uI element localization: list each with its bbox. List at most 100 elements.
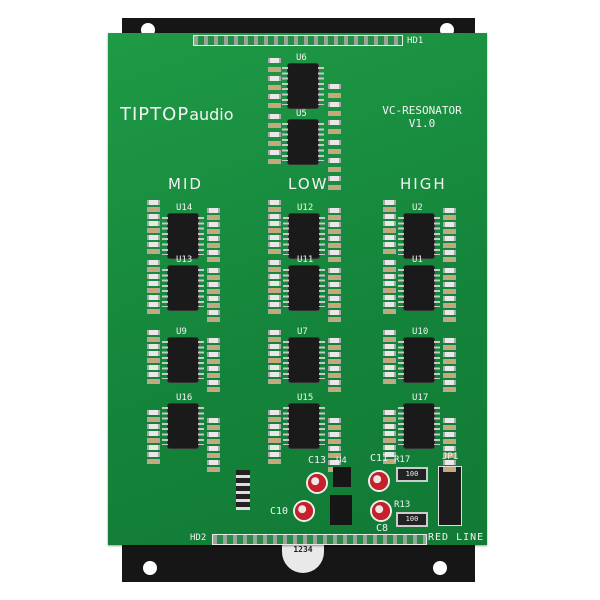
smd-component — [383, 330, 396, 335]
smd-component — [147, 242, 160, 247]
ic-label: U11 — [297, 255, 314, 265]
smd-component — [147, 207, 160, 212]
ic-u7 — [283, 338, 325, 382]
smd-component — [383, 274, 396, 279]
ic-label: U15 — [297, 393, 314, 403]
smd-component — [383, 249, 396, 254]
smd-component — [207, 418, 220, 423]
smd-component — [207, 215, 220, 220]
smd-component — [443, 289, 456, 294]
section-mid-label: MID — [168, 175, 203, 193]
capacitor-c11 — [370, 472, 388, 490]
smd-component — [328, 222, 341, 227]
smd-component — [328, 236, 341, 241]
smd-component — [383, 281, 396, 286]
ic-u5 — [282, 120, 324, 164]
jumper-jp1 — [438, 466, 462, 526]
smd-component — [268, 431, 281, 436]
smd-component — [147, 228, 160, 233]
smd-component — [443, 439, 456, 444]
smd-component — [328, 111, 341, 116]
ic-u14 — [162, 214, 204, 258]
smd-component — [268, 67, 281, 72]
smd-component — [268, 417, 281, 422]
smd-component — [147, 358, 160, 363]
smd-component — [328, 243, 341, 248]
regulator-u3 — [330, 495, 352, 525]
smd-component — [268, 410, 281, 415]
smd-component — [443, 250, 456, 255]
smd-component — [268, 452, 281, 457]
smd-component — [328, 425, 341, 430]
smd-component — [443, 352, 456, 357]
header-hd1 — [193, 35, 403, 46]
smd-component — [328, 418, 341, 423]
smd-component — [268, 372, 281, 377]
smd-component — [268, 445, 281, 450]
smd-component — [268, 150, 281, 155]
smd-component — [383, 438, 396, 443]
smd-component — [268, 159, 281, 164]
smd-component — [383, 445, 396, 450]
smd-component — [147, 365, 160, 370]
smd-component — [383, 410, 396, 415]
smd-component — [328, 380, 341, 385]
smd-component — [207, 250, 220, 255]
smd-component — [443, 345, 456, 350]
ic-label: U5 — [296, 109, 307, 119]
module-version: V1.0 — [408, 117, 436, 130]
smd-component — [268, 94, 281, 99]
smd-component — [147, 351, 160, 356]
smd-component — [207, 222, 220, 227]
smd-component — [443, 317, 456, 322]
smd-component — [207, 257, 220, 262]
smd-component — [207, 366, 220, 371]
smd-component — [443, 282, 456, 287]
smd-component — [383, 288, 396, 293]
smd-component — [443, 257, 456, 262]
smd-component — [328, 185, 341, 190]
smd-component — [443, 303, 456, 308]
smd-component — [383, 344, 396, 349]
smd-component — [383, 358, 396, 363]
regulator-u4-label: U4 — [336, 456, 347, 466]
ic-u1 — [398, 266, 440, 310]
smd-component — [147, 410, 160, 415]
smd-component — [383, 431, 396, 436]
smd-component — [443, 387, 456, 392]
smd-component — [328, 345, 341, 350]
smd-component — [443, 446, 456, 451]
smd-component — [207, 373, 220, 378]
smd-component — [443, 275, 456, 280]
smd-component — [147, 235, 160, 240]
smd-component — [207, 303, 220, 308]
smd-component — [443, 268, 456, 273]
smd-component — [268, 242, 281, 247]
capacitor-c13-label: C13 — [308, 455, 327, 466]
smd-component — [207, 229, 220, 234]
tiptop-audio-logo: TIPTOPaudio — [120, 104, 234, 125]
smd-component — [268, 228, 281, 233]
rotary-switch-digits: 1234 — [293, 545, 313, 554]
smd-component — [443, 467, 456, 472]
ic-u10 — [398, 338, 440, 382]
capacitor-c8-label: C8 — [376, 523, 389, 534]
smd-component — [328, 460, 341, 465]
smd-component — [147, 200, 160, 205]
smd-component — [147, 337, 160, 342]
smd-component — [268, 214, 281, 219]
ic-label: U17 — [412, 393, 429, 403]
capacitor-c10 — [295, 502, 313, 520]
smd-component — [268, 438, 281, 443]
smd-component — [383, 267, 396, 272]
smd-component — [328, 250, 341, 255]
smd-component — [268, 200, 281, 205]
module-name: VC-RESONATOR — [382, 104, 462, 117]
smd-component — [268, 249, 281, 254]
smd-component — [443, 229, 456, 234]
smd-component — [328, 387, 341, 392]
smd-component — [268, 358, 281, 363]
smd-component — [443, 359, 456, 364]
smd-component — [383, 302, 396, 307]
capacitor-c8 — [372, 502, 390, 520]
